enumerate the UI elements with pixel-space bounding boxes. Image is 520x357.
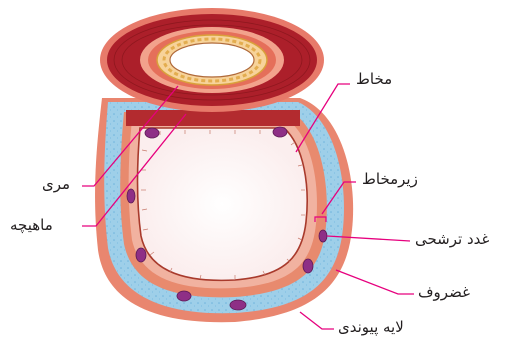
leader-cartilage [336,270,414,294]
label-submucosa: زیرمخاط [362,172,418,187]
esophagus [100,8,324,112]
label-cartilage: غضروف [418,285,470,300]
tracheal-lumen [138,128,308,280]
trachealis-muscle [126,110,300,126]
label-glands: غدد ترشحی [415,232,489,247]
label-mucosa: مخاط [356,72,392,87]
leader-connective [300,312,334,329]
label-esophagus: مری [42,177,70,192]
label-muscle: ماهیچه [10,218,53,233]
label-connective: لایه پیوندی [338,320,404,335]
